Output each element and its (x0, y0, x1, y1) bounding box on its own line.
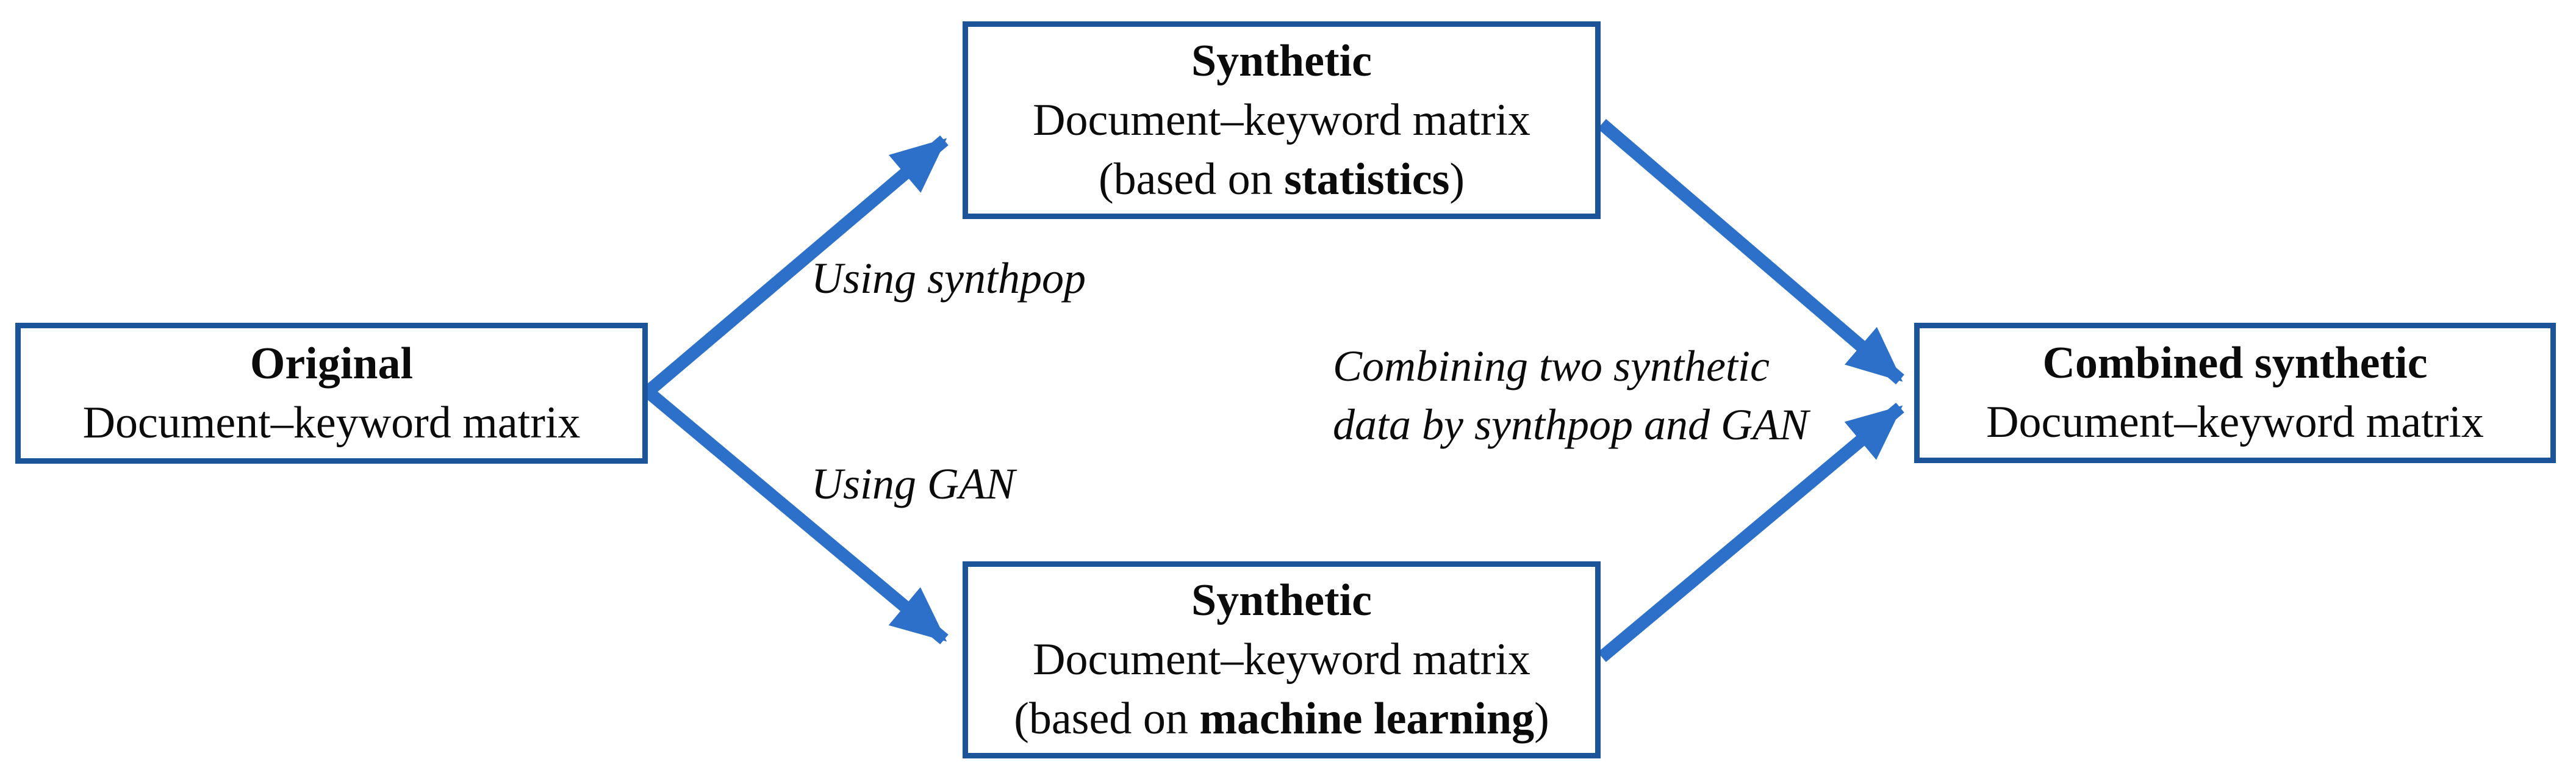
arrow-statistics-to-combined (1598, 119, 1904, 384)
edge-label-combining: Combining two synthetic data by synthpop… (1333, 337, 1809, 454)
edge-label-using-synthpop: Using synthpop (811, 254, 1086, 303)
note-prefix: (based on (1098, 154, 1285, 204)
note-prefix: (based on (1014, 694, 1200, 744)
arrow-ml-to-combined (1598, 402, 1904, 663)
node-subtitle: Document–keyword matrix (1033, 635, 1530, 685)
node-title: Synthetic (1191, 35, 1372, 86)
node-title: Combined synthetic (2042, 338, 2428, 388)
edge-label-combining-line2: data by synthpop and GAN (1333, 400, 1809, 449)
node-synthetic-ml-matrix: Synthetic Document–keyword matrix (based… (963, 561, 1601, 758)
node-title: Synthetic (1191, 575, 1372, 625)
node-note: (based on statistics) (1099, 150, 1465, 209)
node-combined-synthetic-matrix: Combined synthetic Document–keyword matr… (1914, 323, 2556, 463)
node-synthetic-statistics-matrix: Synthetic Document–keyword matrix (based… (963, 21, 1601, 219)
edge-label-combining-line1: Combining two synthetic (1333, 342, 1770, 390)
arrow-original-to-statistics (644, 135, 949, 397)
node-subtitle: Document–keyword matrix (1033, 95, 1530, 145)
note-emphasis: statistics (1284, 154, 1450, 204)
node-title: Original (249, 338, 414, 389)
node-subtitle: Document–keyword matrix (82, 397, 581, 448)
node-subtitle: Document–keyword matrix (1986, 397, 2484, 447)
arrow-original-to-ml (644, 386, 949, 645)
edge-label-using-gan: Using GAN (811, 459, 1016, 508)
note-suffix: ) (1534, 694, 1549, 744)
note-emphasis: machine learning (1199, 694, 1535, 744)
node-note: (based on machine learning) (1014, 689, 1549, 749)
note-suffix: ) (1449, 154, 1465, 204)
node-original-matrix: Original Document–keyword matrix (15, 323, 648, 464)
